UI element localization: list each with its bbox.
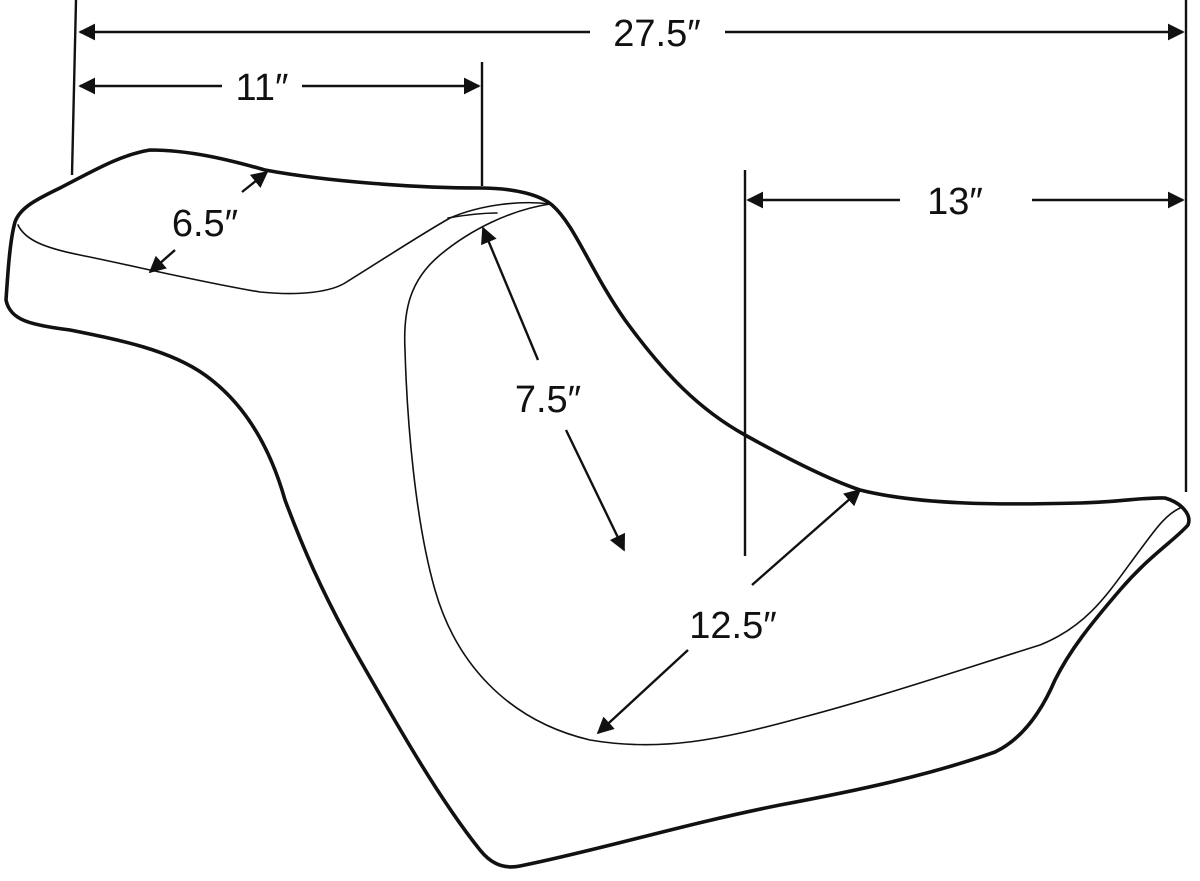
dimension-arrow-passenger-width: [241, 170, 269, 193]
dimension-arrow-rider-width: [751, 488, 862, 586]
pad-divider-seam: [447, 212, 498, 219]
dimension-arrow-rider-width: [596, 649, 689, 735]
rider-seat-seam: [403, 203, 1181, 746]
label-rider-width: 12.5″: [689, 605, 776, 647]
passenger-pad-seam: [17, 201, 551, 295]
dimension-arrow-backrest: [481, 226, 540, 361]
label-front-length: 13″: [927, 181, 983, 223]
dimension-arrow-backrest: [564, 429, 626, 552]
extension-line-rear: [70, 0, 78, 176]
dimension-arrow-passenger-width: [148, 249, 176, 274]
label-passenger-length: 11″: [236, 67, 289, 109]
label-overall-length: 27.5″: [613, 13, 700, 55]
label-backrest-height: 7.5″: [515, 379, 581, 421]
label-passenger-width: 6.5″: [172, 203, 238, 245]
seat-outline: [4, 148, 1191, 869]
